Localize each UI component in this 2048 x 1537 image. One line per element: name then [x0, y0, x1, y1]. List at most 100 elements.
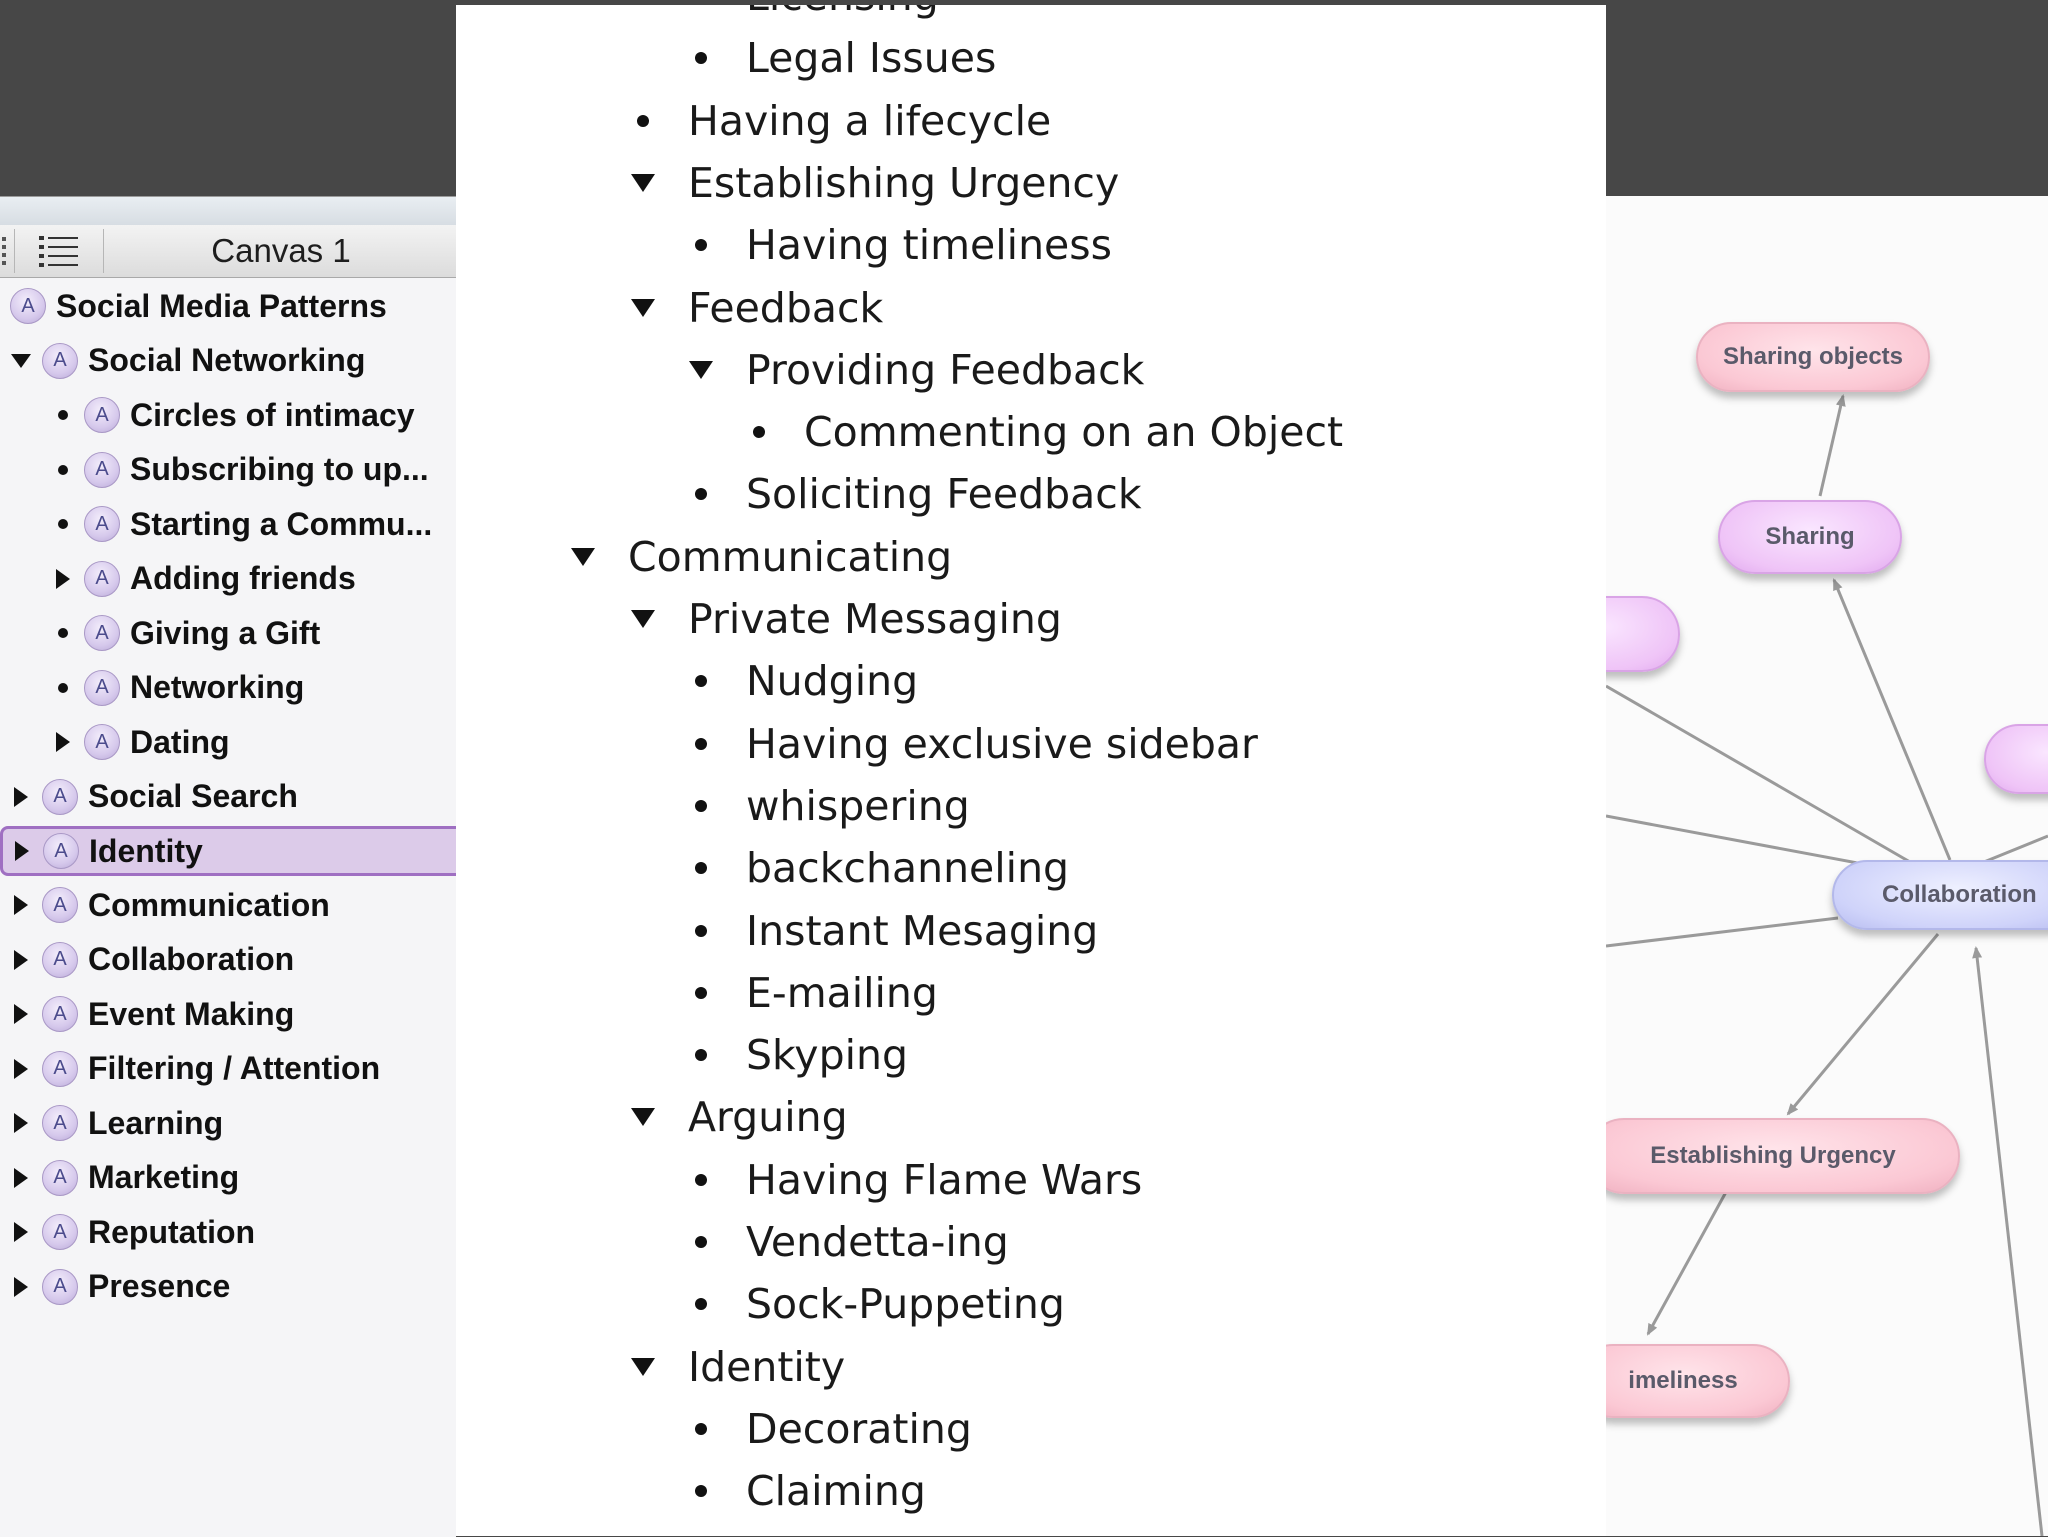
sidebar-item-label: Marketing [88, 1159, 240, 1196]
node-timeliness-label: imeliness [1628, 1367, 1738, 1394]
bullet-icon [686, 986, 716, 999]
doc-item-private-messaging[interactable]: Private Messaging [628, 588, 1062, 650]
sidebar-item-label: Presence [88, 1268, 231, 1305]
doc-item-label: Providing Feedback [746, 345, 1145, 394]
edge-collaboration-to-urgency [1786, 933, 1940, 1116]
doc-item-sock-puppeting[interactable]: Sock-Puppeting [686, 1273, 1065, 1335]
node-partial-left[interactable] [1606, 596, 1680, 672]
node-collaboration[interactable]: Collaboration [1832, 860, 2048, 930]
edge-collaboration-right [1983, 834, 2048, 864]
disclosure-collapsed-icon[interactable] [10, 1167, 32, 1188]
doc-item-instant-mesaging[interactable]: Instant Mesaging [686, 900, 1098, 962]
sidebar-item-label: Networking [130, 669, 305, 706]
doc-item-communicating[interactable]: Communicating [568, 526, 952, 588]
doc-item-label: Instant Mesaging [746, 906, 1099, 955]
doc-item-skyping[interactable]: Skyping [686, 1024, 908, 1086]
topic-icon: A [84, 560, 120, 597]
toolbar-grip-icon[interactable] [0, 233, 12, 267]
disclosure-collapsed-icon[interactable] [11, 841, 33, 861]
doc-item-legal-issues[interactable]: Legal Issues [686, 27, 996, 89]
doc-item-having-exclusive-sidebar[interactable]: Having exclusive sidebar [686, 713, 1258, 775]
node-establishing-urgency[interactable]: Establishing Urgency [1606, 1118, 1960, 1194]
sidebar-item-label: Social Search [88, 778, 298, 815]
doc-item-label: E-mailing [746, 968, 938, 1017]
doc-item-claiming[interactable]: Claiming [686, 1460, 926, 1522]
sidebar-item-label: Social Networking [88, 342, 366, 379]
doc-item-licensing[interactable]: Licensing [686, 5, 939, 27]
sidebar-item-label: Collaboration [88, 941, 295, 978]
disclosure-expanded-icon[interactable] [628, 173, 658, 192]
disclosure-collapsed-icon[interactable] [10, 1004, 32, 1025]
concept-map-canvas[interactable]: Sharing objects Sharing Collaboration Es… [1606, 196, 2048, 1536]
disclosure-collapsed-icon[interactable] [52, 568, 74, 589]
node-sharing-objects[interactable]: Sharing objects [1696, 322, 1930, 392]
doc-item-nudging[interactable]: Nudging [686, 650, 918, 712]
disclosure-expanded-icon[interactable] [628, 1108, 658, 1127]
disclosure-collapsed-icon[interactable] [10, 1222, 32, 1243]
doc-item-establishing-urgency[interactable]: Establishing Urgency [628, 152, 1119, 214]
sidebar-item-presence[interactable]: A Presence [0, 1260, 456, 1315]
disclosure-collapsed-icon[interactable] [10, 786, 32, 807]
disclosure-expanded-icon[interactable] [628, 298, 658, 317]
disclosure-collapsed-icon[interactable] [52, 732, 74, 753]
edge-bottom-to-collaboration [1972, 946, 2044, 1536]
bullet-icon [686, 924, 716, 937]
doc-item-having-flame-wars[interactable]: Having Flame Wars [686, 1149, 1142, 1211]
bullet-icon [686, 862, 716, 875]
disclosure-collapsed-icon[interactable] [10, 1058, 32, 1079]
doc-item-vendetta-ing[interactable]: Vendetta-ing [686, 1211, 1009, 1273]
doc-item-label: Legal Issues [746, 34, 997, 83]
doc-item-providing-feedback[interactable]: Providing Feedback [686, 339, 1144, 401]
doc-item-label: Having exclusive sidebar [746, 719, 1258, 768]
doc-item-backchanneling[interactable]: backchanneling [686, 837, 1069, 899]
disclosure-expanded-icon[interactable] [10, 353, 32, 368]
disclosure-collapsed-icon[interactable] [10, 949, 32, 970]
doc-item-commenting-on-an-object[interactable]: Commenting on an Object [744, 401, 1343, 463]
disclosure-expanded-icon[interactable] [628, 1357, 658, 1376]
doc-item-feedback[interactable]: Feedback [628, 277, 883, 339]
doc-item-soliciting-feedback[interactable]: Soliciting Feedback [686, 463, 1142, 525]
doc-item-e-mailing[interactable]: E-mailing [686, 962, 938, 1024]
doc-item-decorating[interactable]: Decorating [686, 1398, 972, 1460]
topic-icon: A [84, 724, 120, 761]
node-sharing[interactable]: Sharing [1718, 500, 1902, 574]
doc-item-identity[interactable]: Identity [628, 1336, 845, 1398]
doc-item-whispering[interactable]: whispering [686, 775, 970, 837]
node-partial-right[interactable] [1984, 724, 2048, 794]
doc-item-arguing[interactable]: Arguing [628, 1086, 848, 1148]
topic-icon: A [84, 451, 120, 488]
node-timeliness[interactable]: imeliness [1606, 1344, 1790, 1418]
disclosure-collapsed-icon[interactable] [10, 1113, 32, 1134]
disclosure-expanded-icon[interactable] [686, 360, 716, 379]
outline-list-button[interactable] [14, 229, 104, 273]
topic-icon: A [42, 1268, 78, 1305]
disclosure-collapsed-icon[interactable] [10, 1276, 32, 1297]
canvas-tab-label[interactable]: Canvas 1 [211, 232, 351, 269]
disclosure-collapsed-icon[interactable] [10, 895, 32, 916]
doc-item-label: Having a lifecycle [688, 96, 1052, 145]
disclosure-expanded-icon[interactable] [568, 547, 598, 566]
doc-item-having-a-lifecycle[interactable]: Having a lifecycle [628, 90, 1051, 152]
disclosure-expanded-icon[interactable] [628, 610, 658, 628]
bullet-icon [686, 1485, 716, 1498]
doc-item-having-timeliness[interactable]: Having timeliness [686, 214, 1112, 276]
